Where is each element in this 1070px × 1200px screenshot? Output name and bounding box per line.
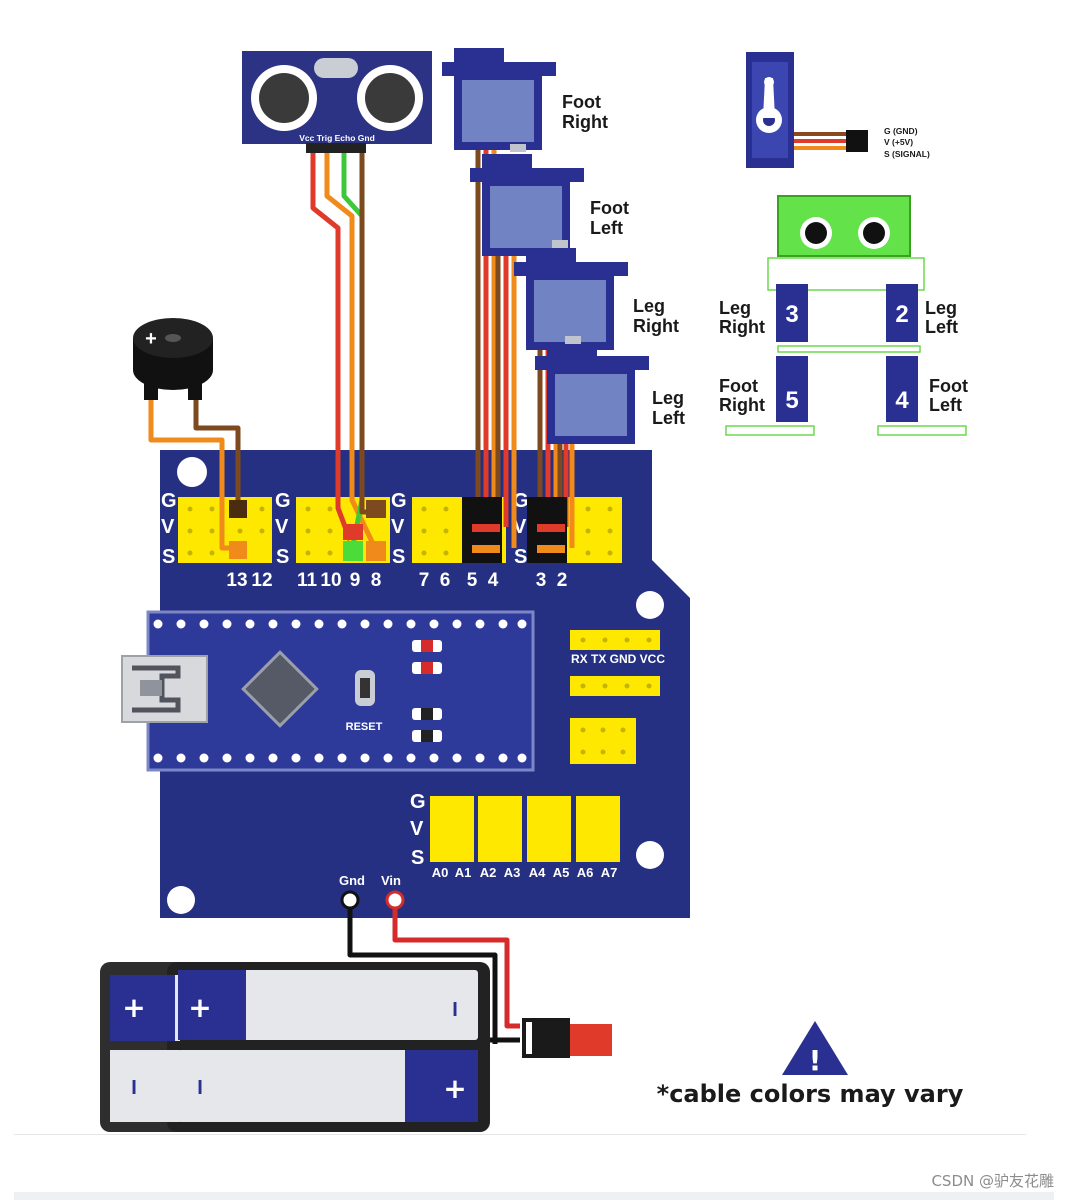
gnd-terminal-label: Gnd bbox=[339, 873, 365, 888]
callout-leg-right: Right bbox=[633, 316, 679, 336]
analog-pin-label: A3 bbox=[504, 865, 521, 880]
gvs-s-label: S bbox=[392, 546, 405, 568]
vin-terminal-label: Vin bbox=[381, 873, 401, 888]
callout-leg-left: Leg bbox=[652, 388, 684, 408]
serial-header-label: RX TX GND VCC bbox=[571, 652, 665, 666]
robot-label-foot-left: Foot bbox=[929, 376, 968, 396]
gvs-g-label: G bbox=[391, 490, 407, 512]
analog-pin-label: A2 bbox=[480, 865, 497, 880]
mounting-hole bbox=[167, 457, 664, 914]
callout-foot-left: Left bbox=[590, 218, 623, 238]
legend-signal: S (SIGNAL) bbox=[884, 149, 930, 159]
robot-servo-number: 4 bbox=[895, 387, 909, 414]
watermark: CSDN @驴友花雕 bbox=[931, 1172, 1054, 1190]
analog-v-label: V bbox=[410, 818, 424, 840]
battery-holder bbox=[100, 962, 490, 1132]
robot-outline bbox=[725, 195, 967, 436]
warning-icon bbox=[782, 1021, 848, 1075]
battery-plus-sign: + bbox=[188, 991, 211, 1024]
servo-leg-left bbox=[535, 342, 649, 444]
pin-12-label: 12 bbox=[251, 570, 272, 591]
pin-10-label: 10 bbox=[320, 570, 341, 591]
analog-headers bbox=[430, 796, 620, 862]
servo-foot-right bbox=[442, 48, 556, 150]
pin-2-label: 2 bbox=[557, 570, 568, 591]
power-switch[interactable] bbox=[522, 1018, 612, 1058]
gvs-g-label: G bbox=[275, 490, 291, 512]
callout-leg-right: Leg bbox=[633, 296, 665, 316]
usb-connector-icon bbox=[121, 655, 208, 723]
serial-header bbox=[570, 630, 660, 764]
pin-6-label: 6 bbox=[440, 570, 451, 591]
svg-text:+: + bbox=[145, 328, 157, 350]
ultrasonic-sensor bbox=[242, 51, 432, 153]
analog-s-label: S bbox=[411, 847, 424, 869]
callout-leg-left: Left bbox=[652, 408, 685, 428]
callout-foot-right: Foot bbox=[562, 92, 601, 112]
pin-9-label: 9 bbox=[350, 570, 361, 591]
gvs-v-label: V bbox=[391, 516, 405, 538]
sensor-pin-labels: Vcc Trig Echo Gnd bbox=[299, 133, 375, 143]
analog-pin-label: A5 bbox=[553, 865, 570, 880]
robot-label-foot-right: Foot bbox=[719, 376, 758, 396]
servo-leg-right bbox=[514, 248, 628, 350]
warning-text: *cable colors may vary bbox=[657, 1080, 964, 1108]
footer-strip bbox=[14, 1192, 1054, 1200]
pin-3-label: 3 bbox=[536, 570, 547, 591]
analog-pin-label: A6 bbox=[577, 865, 594, 880]
robot-servo-number: 2 bbox=[895, 301, 908, 328]
battery-plus-sign: + bbox=[443, 1072, 466, 1105]
robot-label-foot-left: Left bbox=[929, 395, 962, 415]
gvs-s-label: S bbox=[276, 546, 289, 568]
gvs-v-label: V bbox=[161, 516, 175, 538]
pin-7-label: 7 bbox=[419, 570, 430, 591]
battery-minus-sign: I bbox=[197, 1077, 203, 1099]
gvs-s-label: S bbox=[162, 546, 175, 568]
analog-pin-label: A4 bbox=[529, 865, 546, 880]
gvs-s-label: S bbox=[514, 546, 527, 568]
analog-g-label: G bbox=[410, 791, 426, 813]
robot-servo-number: 3 bbox=[785, 301, 798, 328]
battery-minus-sign: I bbox=[452, 999, 458, 1021]
analog-pin-label: A1 bbox=[455, 865, 472, 880]
robot-label-leg-right: Right bbox=[719, 317, 765, 337]
robot-label-leg-left: Leg bbox=[925, 298, 957, 318]
robot-servo-number: 5 bbox=[785, 387, 798, 414]
arduino-nano bbox=[146, 610, 535, 772]
battery-plus-sign: + bbox=[122, 991, 145, 1024]
buzzer: + bbox=[133, 318, 213, 400]
pin-13-label: 13 bbox=[226, 570, 247, 591]
gnd-terminal bbox=[340, 890, 360, 910]
legend-vcc: V (+5V) bbox=[884, 137, 913, 147]
analog-pin-label: A7 bbox=[601, 865, 618, 880]
pin-11-label: 11 bbox=[297, 570, 318, 591]
robot-label-leg-left: Left bbox=[925, 317, 958, 337]
pin-5-label: 5 bbox=[467, 570, 478, 591]
pin-4-label: 4 bbox=[488, 570, 499, 591]
legend-gnd: G (GND) bbox=[884, 126, 918, 136]
reset-label: RESET bbox=[346, 721, 383, 733]
robot-label-leg-right: Leg bbox=[719, 298, 751, 318]
divider bbox=[14, 1134, 1026, 1135]
gvs-v-label: V bbox=[275, 516, 289, 538]
servo-pinout-icon bbox=[746, 52, 868, 168]
warning-glyph: ! bbox=[809, 1044, 822, 1077]
header-sockets bbox=[229, 497, 567, 563]
gvs-g-label: G bbox=[161, 490, 177, 512]
callout-foot-left: Foot bbox=[590, 198, 629, 218]
pin-8-label: 8 bbox=[371, 570, 382, 591]
callout-foot-right: Right bbox=[562, 112, 608, 132]
vin-terminal bbox=[385, 890, 405, 910]
gvs-g-label: G bbox=[513, 490, 529, 512]
analog-pin-label: A0 bbox=[432, 865, 449, 880]
battery-minus-sign: I bbox=[131, 1077, 137, 1099]
robot-label-foot-right: Right bbox=[719, 395, 765, 415]
